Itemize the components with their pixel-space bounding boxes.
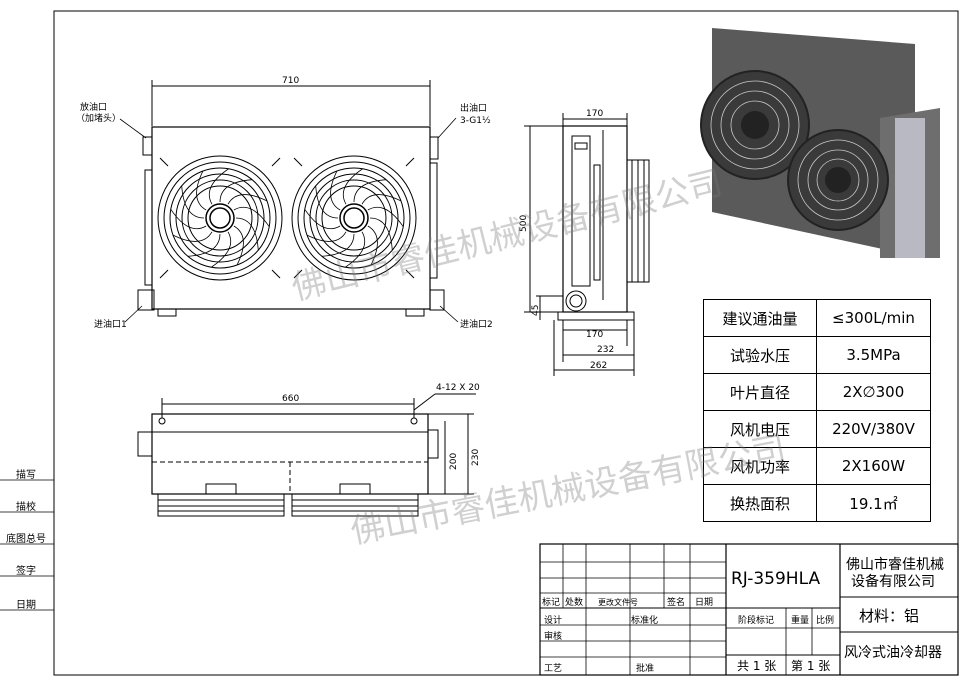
dim-262: 262	[590, 361, 607, 371]
dim-170-bottom: 170	[586, 330, 603, 340]
side-label-qianzi: 签字	[16, 566, 36, 577]
spec-key: 风机功率	[703, 447, 817, 485]
spec-value: 2X160W	[816, 447, 931, 485]
inlet1-label: 进油口1	[94, 318, 127, 330]
tb-standardize: 标准化	[631, 616, 659, 626]
tb-mark: 标记	[542, 598, 561, 608]
side-label-ditu: 底图总号	[6, 534, 46, 545]
spec-value: 220V/380V	[816, 410, 931, 448]
fan-grill-right	[291, 155, 417, 281]
tb-sheet-no: 第 1 张	[791, 659, 831, 673]
spec-value: 19.1㎡	[816, 484, 931, 522]
product-3d-render	[700, 28, 940, 258]
fan-grill-left	[157, 155, 283, 281]
tb-weight: 重量	[791, 616, 810, 626]
spec-key: 建议通油量	[703, 299, 817, 337]
dim-710: 710	[282, 76, 299, 86]
spec-value: ≤300L/min	[816, 299, 931, 337]
tb-model: RJ-359HLA	[731, 569, 821, 589]
tb-scale: 比例	[816, 616, 835, 626]
side-label-miaoxie: 描写	[16, 470, 36, 481]
dim-232: 232	[597, 345, 614, 355]
tb-sign: 签名	[667, 598, 686, 608]
spec-value: 3.5MPa	[816, 336, 931, 374]
spec-key: 风机电压	[703, 410, 817, 448]
spec-key: 换热面积	[703, 484, 817, 522]
dim-45: 45	[531, 305, 541, 316]
side-label-riqi: 日期	[16, 600, 36, 611]
dim-170-top: 170	[586, 109, 603, 119]
tb-company-line1: 佛山市睿佳机械	[846, 557, 944, 573]
dim-200: 200	[449, 453, 459, 470]
title-block-grid	[539, 543, 959, 676]
side-label-miaojiao: 描校	[16, 502, 36, 513]
spec-value: 2X∅300	[816, 373, 931, 411]
inlet2-label: 进油口2	[460, 318, 493, 330]
tb-count: 处数	[565, 598, 584, 608]
tb-stage: 阶段标记	[738, 616, 775, 626]
side-view	[524, 113, 650, 376]
tb-design: 设计	[544, 616, 563, 626]
dim-500: 500	[519, 215, 529, 232]
tb-doc: 更改文件号	[598, 598, 638, 607]
front-view	[137, 80, 445, 317]
spec-key: 叶片直径	[703, 373, 817, 411]
outlet-label: 出油口	[460, 102, 487, 114]
tb-date: 日期	[695, 598, 714, 608]
spec-row: 建议通油量≤300L/min	[703, 299, 931, 337]
spec-key: 试验水压	[703, 336, 817, 374]
dim-230: 230	[471, 449, 481, 466]
tb-sheets-total: 共 1 张	[737, 659, 777, 673]
binding-margin	[0, 479, 54, 611]
tb-review: 审核	[544, 632, 563, 642]
drain-sub: （加堵头）	[76, 112, 121, 124]
drain-label: 放油口	[80, 101, 107, 113]
holes-label: 4-12 X 20	[436, 383, 480, 393]
tb-approve: 批准	[636, 664, 655, 674]
tb-process: 工艺	[544, 664, 563, 674]
drawing-frame	[53, 10, 959, 676]
tb-material: 材料：铝	[859, 607, 920, 625]
dim-660: 660	[282, 394, 299, 404]
tb-company-line2: 设备有限公司	[851, 574, 935, 590]
outlet-sub: 3-G1½	[460, 116, 491, 126]
tb-product: 风冷式油冷却器	[844, 645, 942, 661]
top-view	[137, 393, 476, 517]
